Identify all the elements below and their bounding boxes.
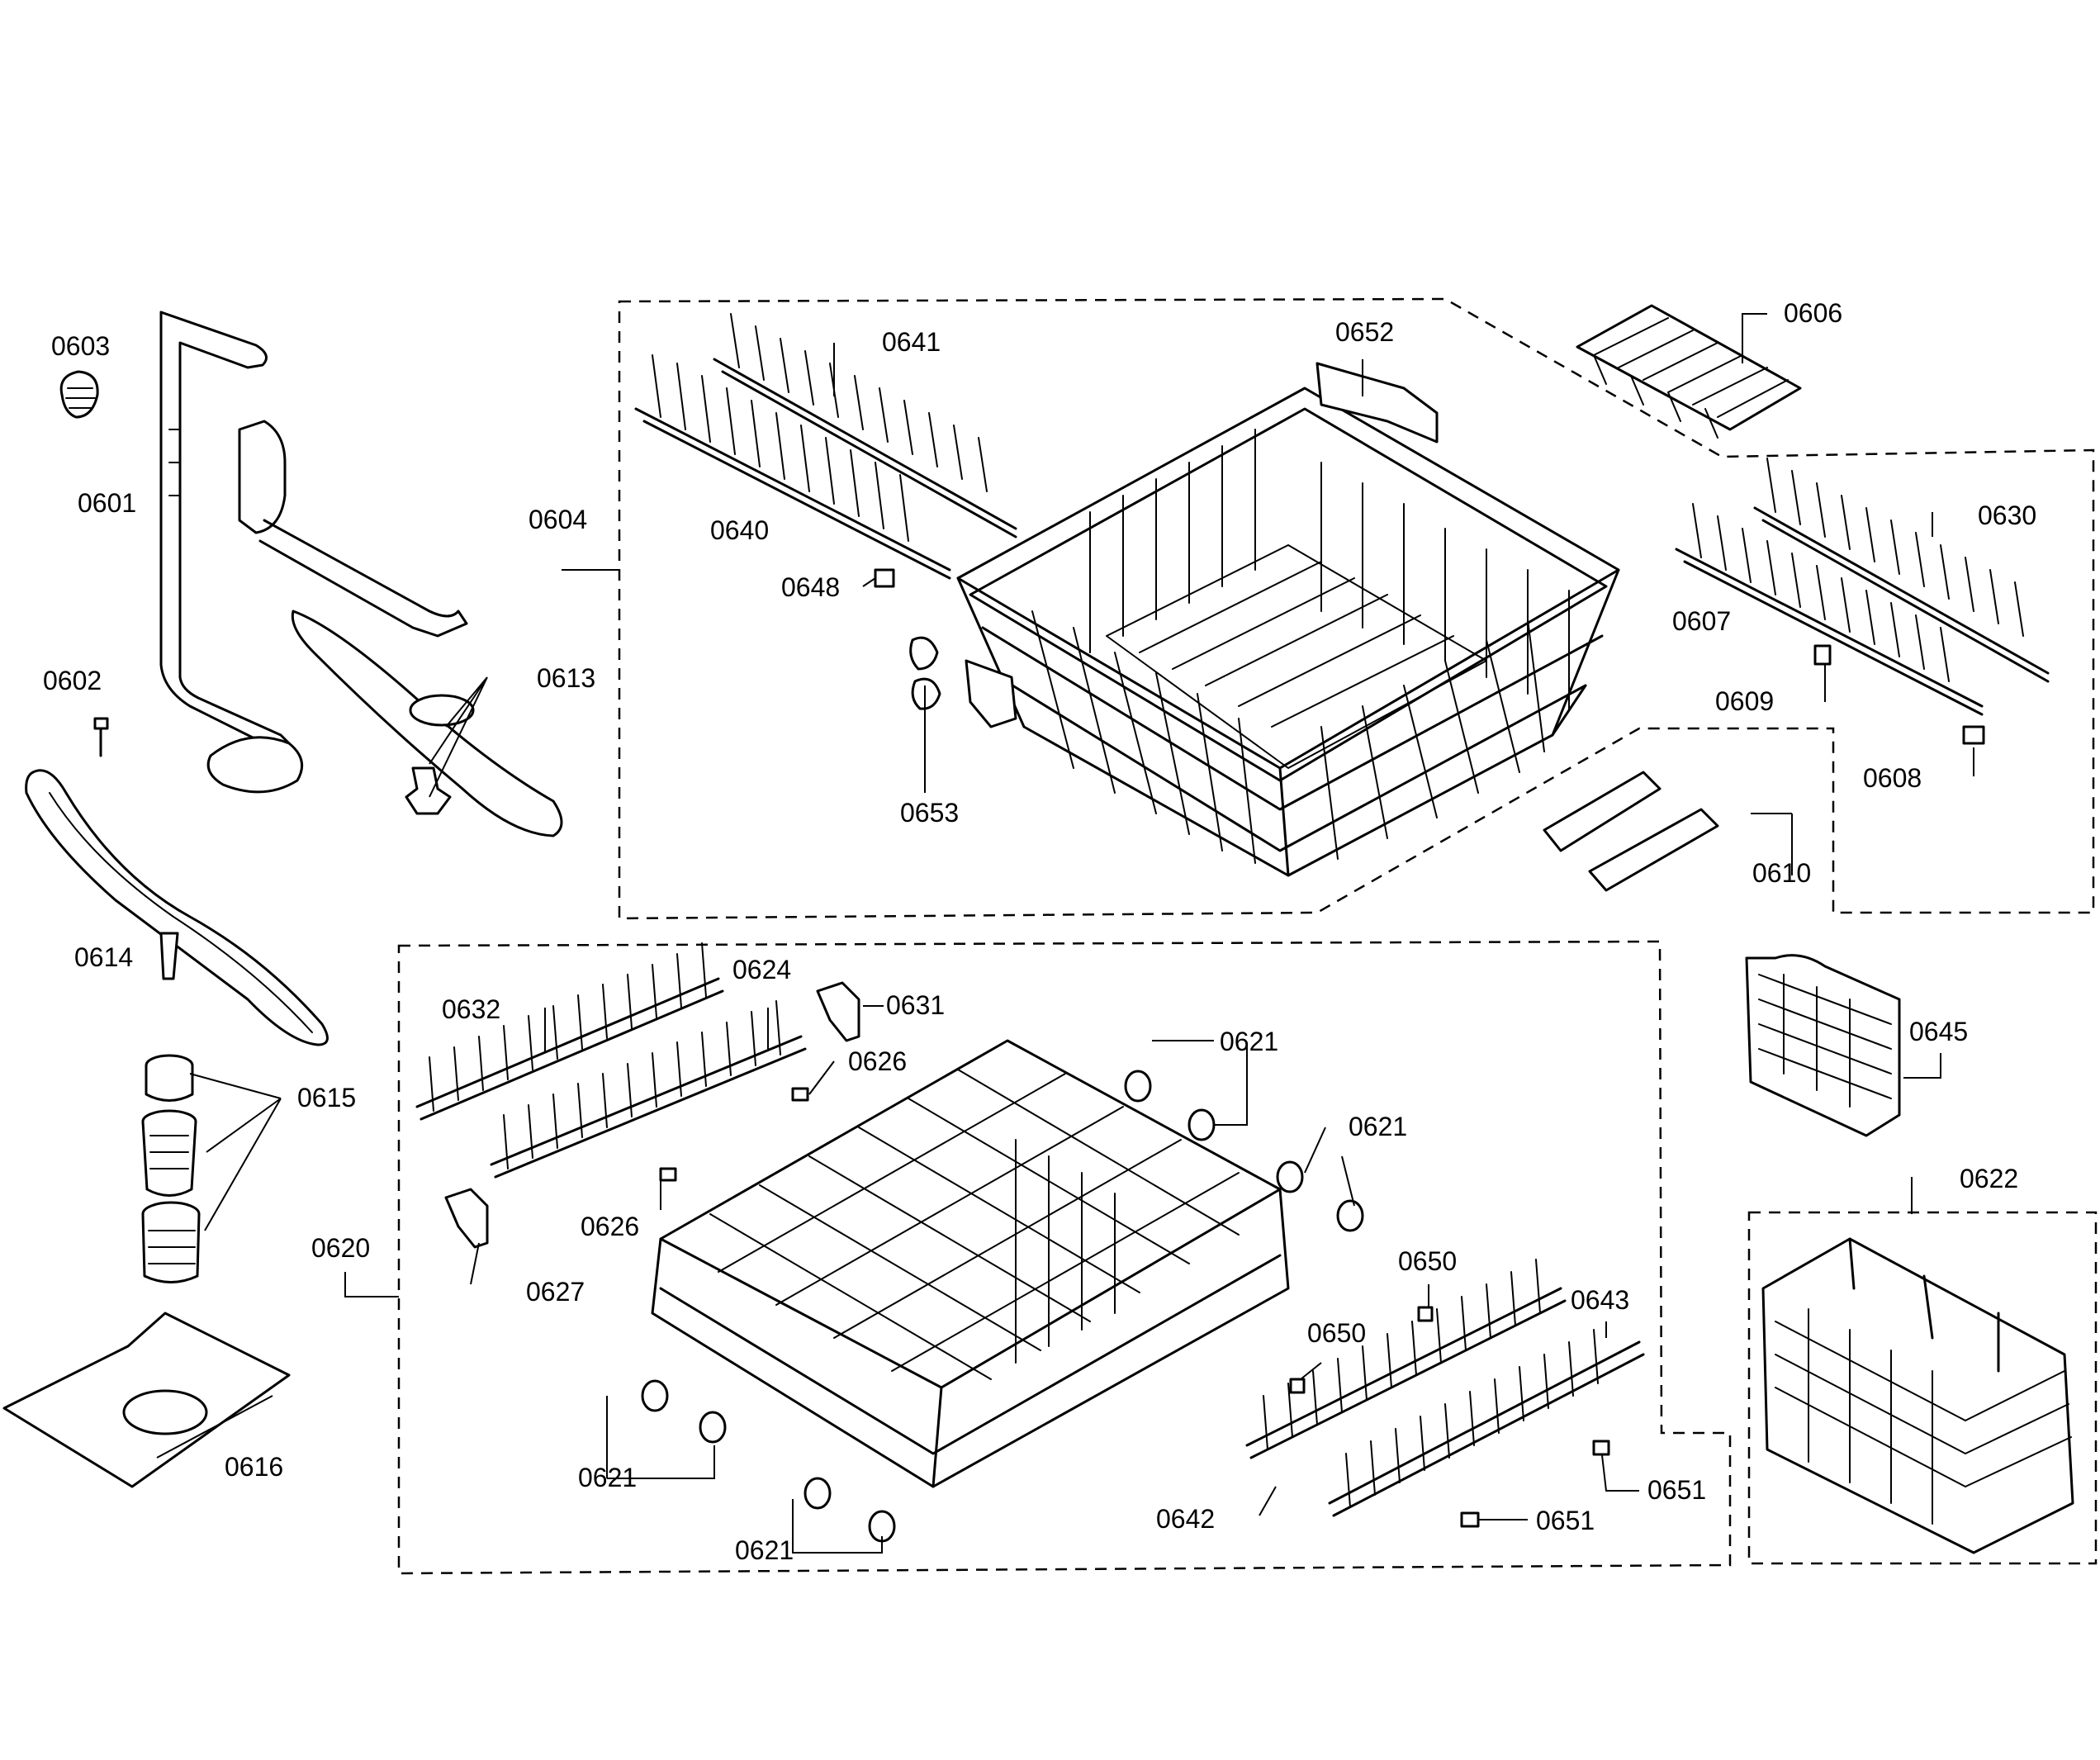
- label-0609: 0609: [1715, 686, 1774, 716]
- filter-set-part: [141, 1054, 201, 1283]
- label-0641: 0641: [882, 327, 941, 357]
- label-0626b: 0626: [581, 1212, 639, 1241]
- fine-filter-plate-part: [2, 1312, 291, 1488]
- spray-supply-pipe-part: [159, 311, 304, 794]
- label-0624: 0624: [732, 955, 791, 984]
- tine-clip-a-part: [1417, 1306, 1434, 1322]
- label-0627: 0627: [526, 1277, 585, 1307]
- rack-handle-part: [1543, 771, 1719, 892]
- label-0631: 0631: [886, 990, 945, 1020]
- clip-part: [874, 568, 895, 588]
- label-0650a: 0650: [1398, 1246, 1457, 1276]
- label-0616: 0616: [225, 1452, 283, 1482]
- tine-clip-b-part: [1289, 1378, 1306, 1394]
- label-0632: 0632: [442, 994, 500, 1024]
- small-clip-lower-part: [659, 1167, 677, 1182]
- upper-rack-basket-part: [909, 362, 1620, 877]
- upper-spray-arm-part: [238, 420, 563, 837]
- upper-tine-row-right-part: [1675, 458, 2050, 716]
- label-0604: 0604: [529, 505, 587, 534]
- lower-tine-row-right-part: [1245, 1259, 1645, 1517]
- tine-clip-c-part: [1592, 1440, 1610, 1456]
- label-0626a: 0626: [848, 1046, 907, 1076]
- part-labels: 0603 0601 0602 0613 0614 0615 0616 0604 …: [43, 298, 2036, 1565]
- label-0650b: 0650: [1307, 1318, 1366, 1348]
- label-0642: 0642: [1156, 1504, 1215, 1534]
- label-0630: 0630: [1978, 500, 2036, 530]
- label-0643: 0643: [1571, 1285, 1629, 1315]
- label-0603: 0603: [51, 331, 110, 361]
- tine-clip-part: [1813, 644, 1832, 666]
- label-0622: 0622: [1960, 1164, 2018, 1193]
- tine-clip-d-part: [1460, 1511, 1480, 1528]
- label-0621d: 0621: [735, 1535, 794, 1565]
- cutlery-basket-part: [1761, 1237, 2074, 1554]
- label-0620: 0620: [311, 1233, 370, 1263]
- cutlery-basket-lid-part: [1745, 954, 1901, 1137]
- label-0608: 0608: [1863, 763, 1922, 793]
- small-clip-upper-part: [791, 1087, 809, 1102]
- cup-shelf-part: [1576, 304, 1802, 439]
- leader-lines: [156, 313, 1974, 1554]
- lower-rack-clip-part: [444, 1188, 489, 1249]
- label-0648: 0648: [781, 572, 840, 602]
- lower-spray-arm-part: [25, 769, 329, 1046]
- label-0651b: 0651: [1536, 1506, 1595, 1535]
- label-0653: 0653: [900, 798, 959, 828]
- label-0652: 0652: [1335, 317, 1394, 347]
- cutlery-basket-group-box: [1747, 1211, 2098, 1565]
- rack-stop-clip-part: [816, 981, 860, 1042]
- label-0602: 0602: [43, 666, 102, 695]
- screw-part: [93, 717, 109, 757]
- tine-holder-clip-part: [1962, 725, 1985, 745]
- label-0621b: 0621: [1349, 1112, 1407, 1141]
- rack-wheels-part: [641, 1070, 1364, 1543]
- label-0614: 0614: [74, 942, 133, 972]
- upper-tine-row-left-part: [634, 313, 1017, 580]
- label-0601: 0601: [78, 488, 136, 518]
- label-0613: 0613: [537, 663, 595, 693]
- lower-tine-row-left-part: [415, 942, 807, 1179]
- label-0645: 0645: [1909, 1017, 1968, 1046]
- label-0615: 0615: [297, 1083, 356, 1112]
- label-0621a: 0621: [1220, 1027, 1278, 1056]
- label-0610: 0610: [1752, 858, 1811, 888]
- label-0606: 0606: [1784, 298, 1842, 328]
- label-0640: 0640: [710, 515, 769, 545]
- upper-rack-group-box: [618, 297, 2095, 920]
- lower-rack-basket-part: [651, 1039, 1290, 1488]
- label-0621c: 0621: [578, 1463, 637, 1492]
- nozzle-cap-part: [59, 370, 99, 419]
- label-0651a: 0651: [1647, 1475, 1706, 1505]
- label-0607: 0607: [1672, 606, 1731, 636]
